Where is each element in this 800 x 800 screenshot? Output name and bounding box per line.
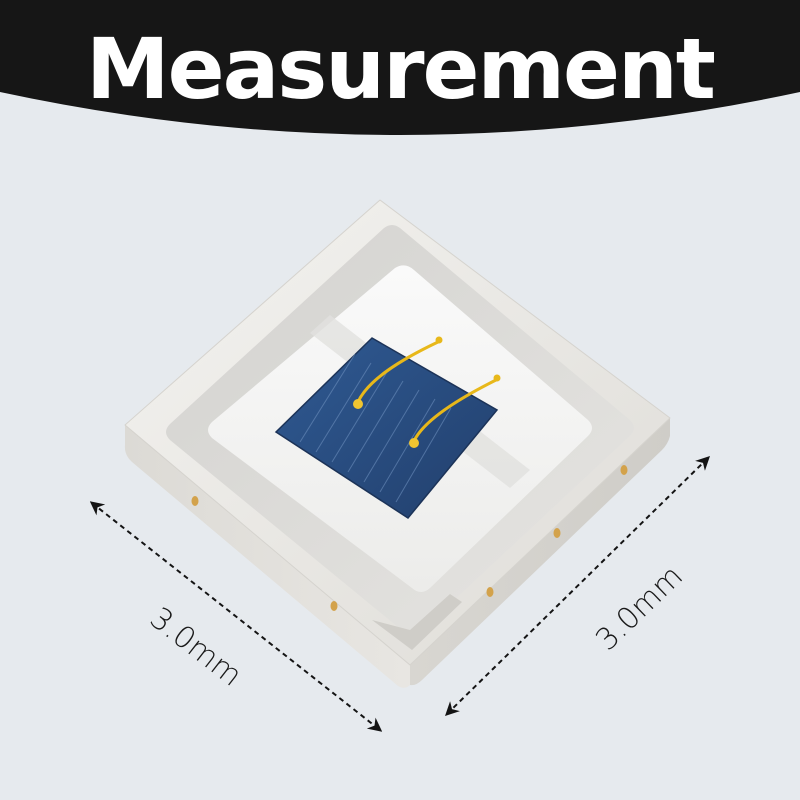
width-label: 3.0mm [143, 601, 248, 694]
wire-end-2 [493, 374, 501, 382]
wire-end-1 [435, 336, 443, 344]
led-package [124, 199, 671, 688]
width-dimension-arrow [89, 501, 383, 732]
bond-wire-2 [412, 378, 498, 443]
page-title: Measurement [86, 20, 715, 118]
bond-wire-1 [356, 340, 440, 404]
bond-pad-1 [353, 399, 363, 409]
depth-label: 3.0mm [589, 559, 690, 658]
cathode-mark [372, 594, 462, 650]
bond-pad-2 [409, 438, 419, 448]
chip-finger-lines [299, 353, 452, 503]
depth-dimension-arrow [445, 456, 710, 716]
led-chip [274, 337, 499, 519]
header-bar [0, 0, 800, 135]
bond-wires [356, 340, 498, 443]
